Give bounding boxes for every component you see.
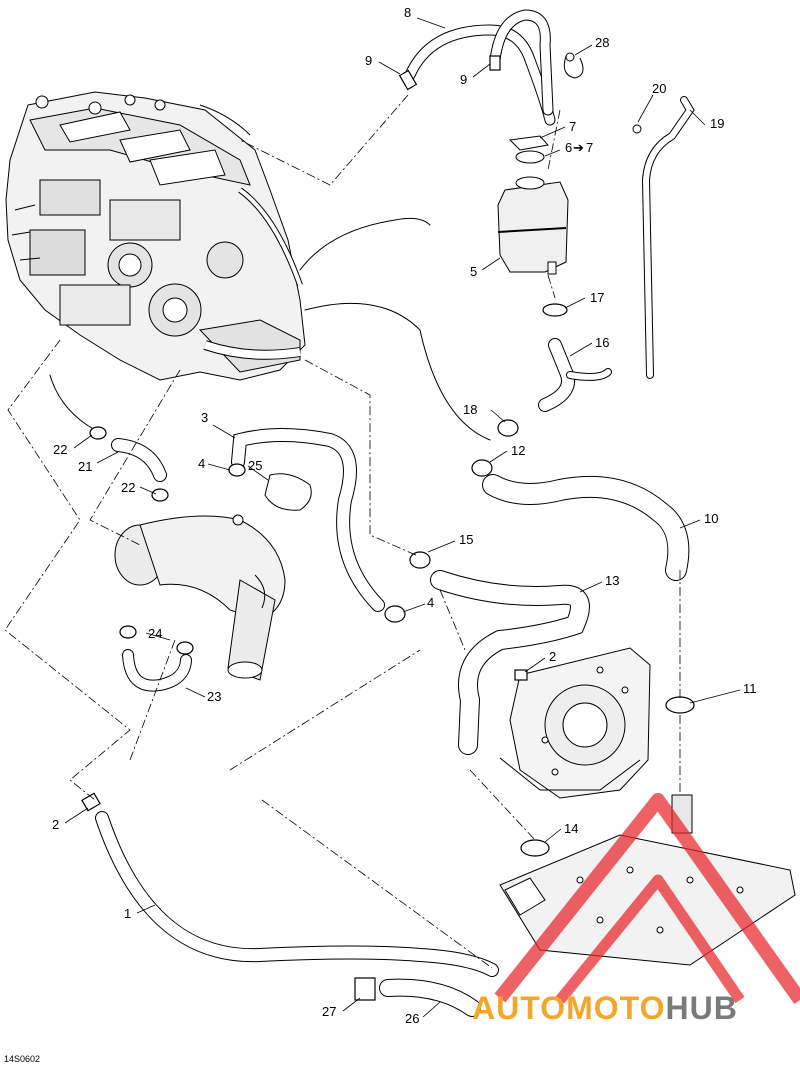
callout-3: 3 bbox=[201, 410, 209, 425]
callout-28: 28 bbox=[595, 35, 610, 50]
callout-25: 25 bbox=[248, 458, 263, 473]
flow-lines bbox=[4, 94, 681, 969]
callout-22-bottom: 22 bbox=[121, 480, 136, 495]
callout-1: 1 bbox=[124, 906, 132, 921]
callout-9-left: 9 bbox=[365, 53, 373, 68]
pump-housing bbox=[499, 647, 651, 799]
callout-5: 5 bbox=[470, 264, 478, 279]
clamps bbox=[81, 55, 695, 1001]
callout-7-top: 7 bbox=[569, 119, 577, 134]
callout-27: 27 bbox=[322, 1004, 337, 1019]
callout-2-mid: 2 bbox=[549, 649, 557, 664]
callout-7-arrow: 7 bbox=[586, 140, 594, 155]
callout-26: 26 bbox=[405, 1011, 420, 1026]
callout-16: 16 bbox=[595, 335, 610, 350]
exhaust-assembly bbox=[114, 473, 312, 681]
callout-15: 15 bbox=[459, 532, 474, 547]
callout-11: 11 bbox=[743, 681, 757, 696]
callout-6: 6 bbox=[565, 140, 573, 155]
callout-14: 14 bbox=[564, 821, 579, 836]
callout-8: 8 bbox=[404, 5, 412, 20]
callout-21: 21 bbox=[78, 459, 93, 474]
watermark-brand-text: AUTOMOTOHUB bbox=[472, 990, 738, 1027]
callout-24: 24 bbox=[148, 626, 163, 641]
callout-4-right: 4 bbox=[427, 595, 435, 610]
callout-13: 13 bbox=[605, 573, 620, 588]
callout-17: 17 bbox=[590, 290, 605, 305]
coolant-reservoir bbox=[497, 52, 642, 275]
watermark-logo-triangle bbox=[494, 793, 800, 1005]
callout-22-top: 22 bbox=[53, 442, 68, 457]
callout-18: 18 bbox=[463, 402, 478, 417]
callout-2-left: 2 bbox=[52, 817, 60, 832]
brand-part-automoto: AUTOMOTO bbox=[472, 990, 666, 1026]
callout-20: 20 bbox=[652, 81, 667, 96]
callout-4-left: 4 bbox=[198, 456, 206, 471]
callout-23: 23 bbox=[207, 689, 222, 704]
callout-10: 10 bbox=[704, 511, 719, 526]
brand-part-hub: HUB bbox=[665, 990, 738, 1026]
engine-block bbox=[5, 91, 306, 381]
callout-19: 19 bbox=[710, 116, 725, 131]
callout-9-right: 9 bbox=[460, 72, 468, 87]
callout-12: 12 bbox=[511, 443, 526, 458]
arrow-icon: ➔ bbox=[573, 140, 584, 155]
drawing-code: 14S0602 bbox=[4, 1054, 41, 1064]
leader-lines bbox=[64, 17, 741, 1018]
